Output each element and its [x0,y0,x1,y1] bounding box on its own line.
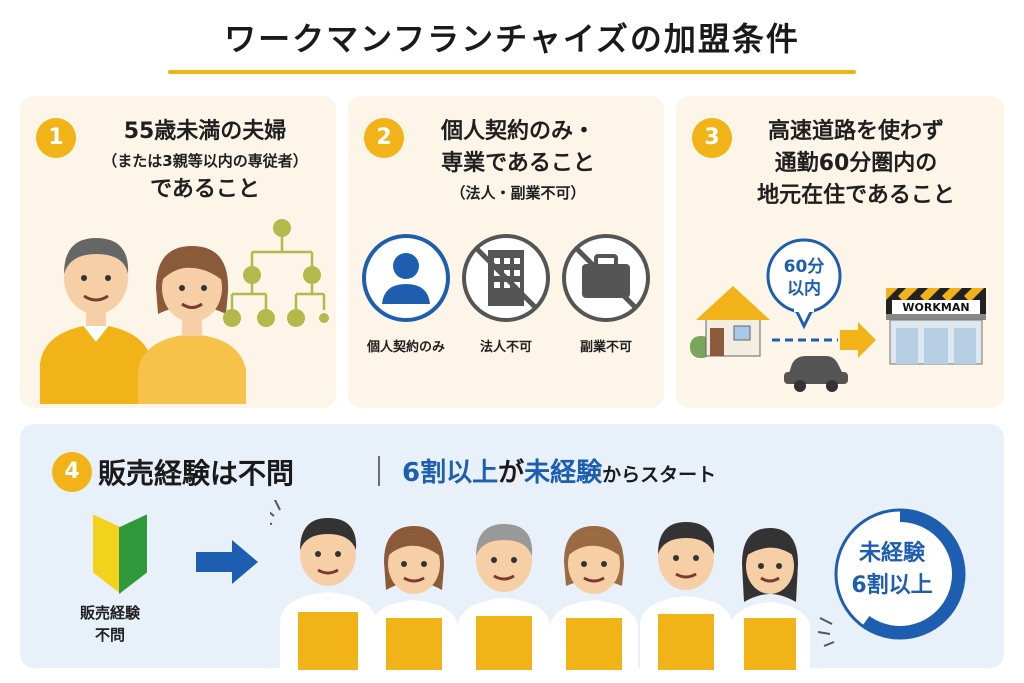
icon-label-no-side-job: 副業不可 [579,340,632,355]
card1-line3: であること [150,177,260,202]
briefcase-prohibited-icon [562,234,650,322]
pie-label-line1: 未経験 [858,541,925,566]
beginner-mark-icon [93,514,147,594]
pie-label: 未経験 6割以上 [822,538,962,602]
sub-mid: が [498,458,525,488]
beginner-caption-line1: 販売経験 [79,604,140,622]
card3-line2: 通勤60分圏内の [774,151,938,176]
sub-tail: からスタート [602,464,717,486]
workman-store-icon: WORKMAN [886,288,986,365]
number-badge-4: 4 [52,452,92,492]
page-title: ワークマンフランチャイズの加盟条件 [224,20,800,58]
pie-label-line2: 6割以上 [851,573,933,598]
staff-illustration [270,500,810,670]
svg-text:以内: 以内 [787,278,821,299]
condition-card-1: 1 55歳未満の夫婦 （または3親等以内の専従者） であること [20,96,336,408]
person-icon [362,234,450,322]
card2-icons [362,234,650,322]
card4-heading: 販売経験は不問 [98,457,295,490]
card3-line3: 地元在住であること [757,183,955,208]
couple-illustration [40,219,329,404]
number-badge-2: 2 [364,118,404,158]
card4-subheading: 6割以上が未経験からスタート [402,452,716,489]
card2-line2: 専業であること [441,151,595,176]
commute-illustration: 60分 以内 WORKMAN [690,238,986,392]
card1-line2: （または3親等以内の専従者） [102,152,308,170]
card3-line1: 高速道路を使わず [767,119,944,144]
inexperienced-ratio-pie [817,508,966,647]
number-badge-1: 1 [36,118,76,158]
icon-label-individual: 個人契約のみ [366,340,445,355]
title-underline [168,70,856,74]
card2-line1: 個人契約のみ・ [440,119,595,144]
beginner-caption: 販売経験 不問 [60,602,160,646]
icon-label-no-corporation: 法人不可 [479,340,532,355]
beginner-caption-line2: 不問 [94,626,125,644]
house-icon [690,286,770,358]
condition-card-2: 2 個人契約のみ・ 専業であること （法人・副業不可） 個人契約のみ 法人不可 … [348,96,664,408]
time-bubble: 60分 以内 [766,238,842,330]
condition-card-3: 3 高速道路を使わず 通勤60分圏内の 地元在住であること 60分 以内 [676,96,1004,408]
number-badge-3: 3 [692,118,732,158]
sub-highlight-2: 未経験 [524,458,603,488]
heading-separator [378,456,380,486]
card2-line3: （法人・副業不可） [450,184,586,202]
svg-text:WORKMAN: WORKMAN [902,301,969,314]
car-icon [784,356,848,392]
building-prohibited-icon [462,234,550,322]
svg-text:60分: 60分 [784,257,825,277]
arrow-right-icon [196,540,258,584]
card1-line1: 55歳未満の夫婦 [123,119,287,144]
sub-highlight-1: 6割以上 [402,458,499,488]
